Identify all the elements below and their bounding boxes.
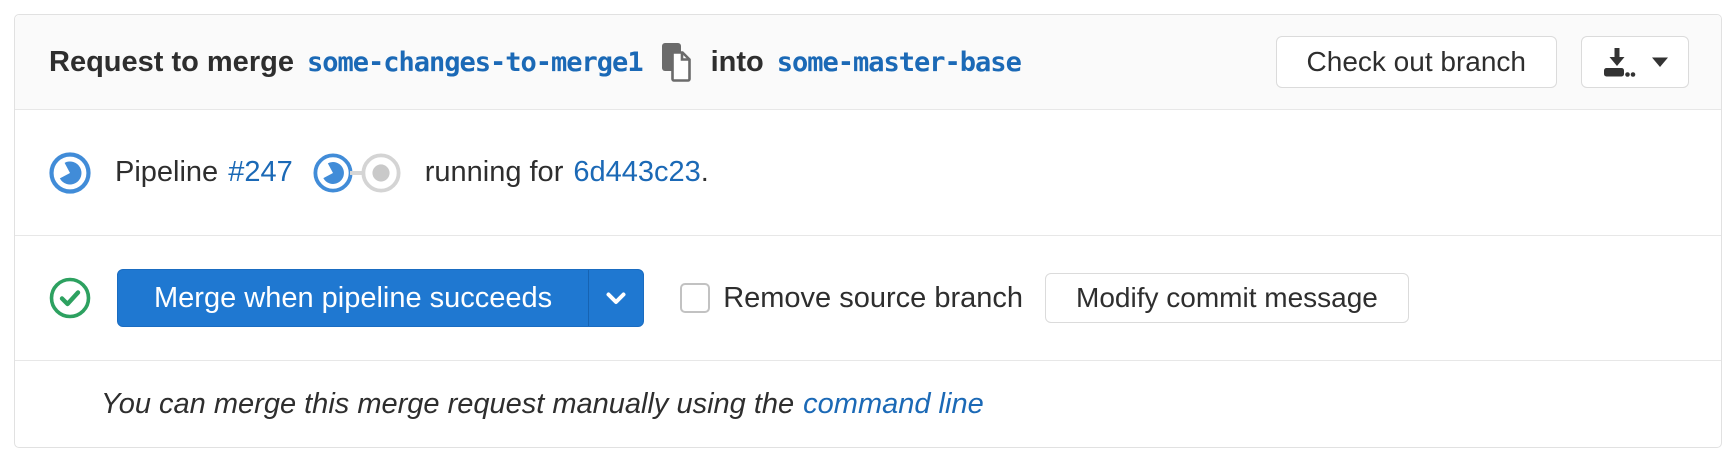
mr-widget-header: Request to merge some-changes-to-merge1 … — [15, 15, 1721, 110]
remove-source-branch-checkbox[interactable] — [680, 283, 711, 313]
remove-source-branch-label[interactable]: Remove source branch — [723, 281, 1024, 314]
modify-commit-message-button[interactable]: Modify commit message — [1045, 273, 1409, 323]
merge-request-widget: Request to merge some-changes-to-merge1 … — [14, 14, 1722, 448]
source-branch-link[interactable]: some-changes-to-merge1 — [306, 46, 644, 78]
into-text: into — [710, 45, 764, 78]
target-branch-link[interactable]: some-master-base — [776, 46, 1022, 78]
mr-widget-merge-controls: Merge when pipeline succeeds Remove sour… — [15, 235, 1721, 360]
mr-widget-manual-merge-note: You can merge this merge request manuall… — [15, 360, 1721, 447]
copy-branch-name-button[interactable] — [660, 41, 694, 83]
stage-running-icon[interactable] — [313, 152, 353, 193]
commit-sha-link[interactable]: 6d443c23 — [573, 156, 701, 188]
pipeline-label: Pipeline — [115, 156, 219, 188]
merge-request-title: Request to merge some-changes-to-merge1 … — [49, 41, 1276, 83]
mr-widget-pipeline: Pipeline #247 running for 6d443c23 . — [15, 110, 1721, 235]
merge-options-dropdown-toggle[interactable] — [588, 270, 643, 326]
chevron-down-icon — [605, 291, 627, 306]
stage-pending-icon[interactable] — [361, 152, 401, 193]
stage-connector-line — [349, 170, 364, 175]
manual-merge-text: You can merge this merge request manuall… — [101, 387, 795, 420]
mergeable-check-circle-icon — [49, 277, 91, 319]
mini-pipeline-graph — [313, 152, 401, 193]
caret-down-icon — [1650, 56, 1670, 68]
pipeline-status-period: . — [700, 156, 709, 188]
request-to-merge-text: Request to merge — [49, 45, 294, 78]
pipeline-number-link[interactable]: #247 — [228, 156, 293, 188]
merge-when-pipeline-succeeds-button[interactable]: Merge when pipeline succeeds — [118, 270, 588, 326]
command-line-link[interactable]: command line — [803, 387, 984, 420]
download-dropdown-button[interactable] — [1581, 36, 1689, 88]
pipeline-status-text: running for — [424, 156, 564, 188]
download-icon — [1600, 45, 1636, 79]
copy-to-clipboard-icon — [660, 41, 694, 83]
pipeline-running-status-icon — [49, 151, 91, 194]
check-out-branch-button[interactable]: Check out branch — [1275, 36, 1557, 88]
header-actions: Check out branch — [1275, 36, 1689, 88]
merge-when-pipeline-succeeds-split-button: Merge when pipeline succeeds — [117, 269, 645, 327]
